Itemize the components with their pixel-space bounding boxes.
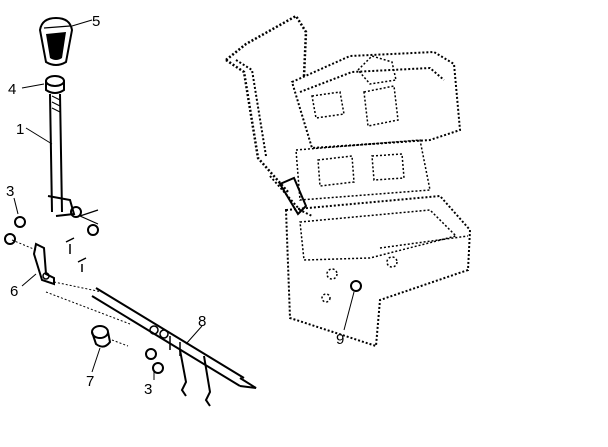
lever-bracket (11, 239, 103, 293)
callout-4: 4 (8, 81, 16, 98)
callout-5: 5 (92, 13, 100, 30)
callout-3b: 3 (144, 381, 152, 398)
screw-group-lower (145, 348, 164, 374)
screw-group-upper (4, 206, 99, 272)
callout-3a: 3 (6, 183, 14, 200)
lever-nut (45, 75, 65, 94)
snow-thrower-body (225, 14, 472, 348)
shaft-bushing (91, 325, 129, 348)
shift-lever-rod (47, 93, 76, 217)
shift-knob (38, 16, 74, 66)
shift-shaft (45, 287, 257, 407)
callout-8: 8 (198, 313, 206, 330)
callout-9: 9 (336, 331, 344, 348)
callout-labels: 5 4 1 3 6 7 8 3 9 (6, 13, 344, 398)
callout-7: 7 (86, 373, 94, 390)
callout-1: 1 (16, 121, 24, 138)
callout-6: 6 (10, 283, 18, 300)
leader-lines (13, 19, 355, 380)
